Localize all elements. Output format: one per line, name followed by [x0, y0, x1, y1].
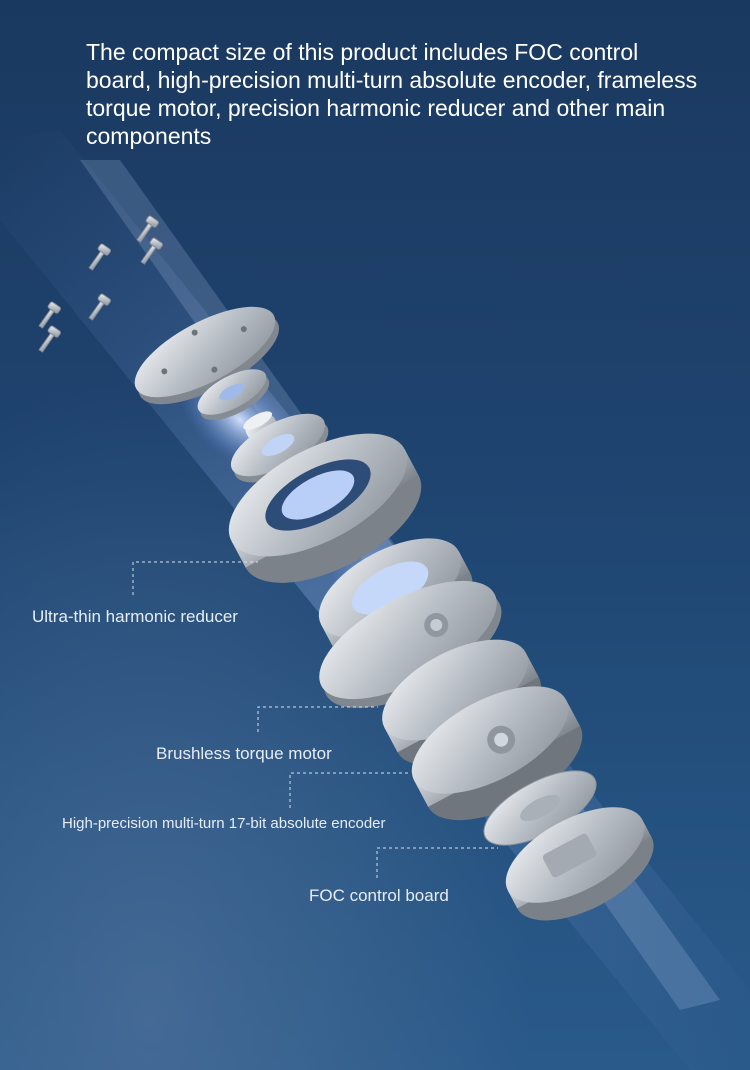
label-absolute-encoder: High-precision multi-turn 17-bit absolut… [62, 815, 386, 832]
leader-line-motor [257, 706, 378, 732]
bearing-disc [197, 369, 270, 421]
flex-spline-disc [230, 413, 329, 483]
cover-plate [134, 306, 280, 405]
rotor-flange [319, 580, 502, 708]
harmonic-reducer [228, 433, 422, 583]
label-foc-board: FOC control board [309, 886, 449, 905]
leader-line-board [376, 847, 498, 878]
screw-icon [38, 215, 163, 353]
leader-line-reducer [132, 561, 258, 595]
label-harmonic-reducer: Ultra-thin harmonic reducer [32, 607, 238, 626]
leader-line-encoder [289, 772, 408, 808]
headline: The compact size of this product include… [86, 39, 698, 149]
foc-board-cover [505, 807, 654, 921]
leader-lines [132, 561, 498, 878]
encoder-housing [411, 686, 583, 821]
label-torque-motor: Brushless torque motor [156, 744, 332, 763]
